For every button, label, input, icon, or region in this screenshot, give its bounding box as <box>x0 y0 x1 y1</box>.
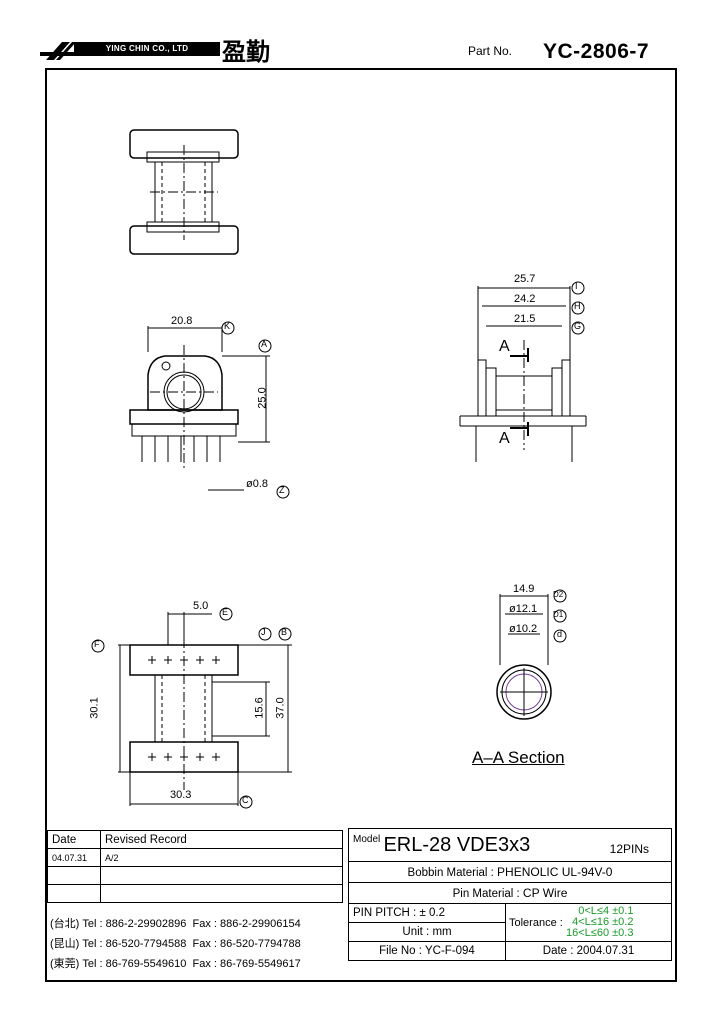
dim-30-3: 30.3 <box>170 789 192 801</box>
marker-d2: D2 <box>553 590 564 599</box>
marker-g: G <box>574 321 582 331</box>
drawing-frame <box>45 68 677 982</box>
dim-25-0: 25.0 <box>256 387 269 409</box>
model-name: ERL-28 VDE3x3 <box>383 833 531 856</box>
dim-21-5: 21.5 <box>514 313 536 325</box>
marker-d: d <box>557 629 563 639</box>
top-view <box>129 129 239 255</box>
contacts-block: (台北) Tel : 886-2-29902896 Fax : 886-2-29… <box>50 914 301 974</box>
front-view <box>129 321 290 499</box>
part-number: YC-2806-7 <box>543 40 650 63</box>
section-arrow-top: A <box>499 338 510 355</box>
contact-fax: Fax : 86-769-5549617 <box>192 958 301 970</box>
dim-25-7: 25.7 <box>514 273 536 285</box>
contact-row: (昆山) Tel : 86-520-7794588 Fax : 86-520-7… <box>50 934 301 954</box>
marker-h: H <box>574 301 581 311</box>
pin-material-row: Pin Material : CP Wire <box>348 882 672 904</box>
marker-f: F <box>94 639 100 649</box>
dim-0-8: ø0.8 <box>246 478 269 490</box>
revision-date: 04.07.31 <box>47 848 101 867</box>
marker-k: K <box>224 321 231 331</box>
contact-city: (昆山) <box>50 938 80 950</box>
dim-5-0: 5.0 <box>193 600 209 612</box>
revision-record <box>100 884 343 903</box>
marker-d1: D1 <box>553 610 564 619</box>
contact-city: (台北) <box>50 918 80 930</box>
tolerance-line: 0<L≤4 ±0.1 <box>578 905 634 917</box>
file-number-cell: File No : YC-F-094 <box>348 941 506 961</box>
bottom-view <box>91 607 292 809</box>
company-name-cn: 盈勤 <box>222 37 270 66</box>
tolerance-line: 16<L≤60 ±0.3 <box>566 927 634 939</box>
marker-b: B <box>281 627 288 637</box>
tolerance-values: 0<L≤4 ±0.1 4<L≤16 ±0.2 16<L≤60 ±0.3 <box>566 906 633 939</box>
bobbin-material-value: PHENOLIC UL-94V-0 <box>497 865 613 879</box>
company-name-en: YING CHIN CO., LTD <box>74 42 220 56</box>
pin-material-label: Pin Material : <box>452 888 520 900</box>
bobbin-material-row: Bobbin Material : PHENOLIC UL-94V-0 <box>348 861 672 883</box>
dim-12-1: ø12.1 <box>509 603 538 615</box>
side-view <box>459 281 587 462</box>
revision-date-header: Date <box>47 830 101 849</box>
part-number-label: Part No. <box>468 44 513 58</box>
unit-value: mm <box>432 926 452 938</box>
date-cell: Date : 2004.07.31 <box>505 941 672 961</box>
revision-record: A/2 <box>100 848 343 867</box>
unit-label: Unit : <box>402 926 430 938</box>
file-number-label: File No : <box>379 945 422 957</box>
contact-fax: Fax : 86-520-7794788 <box>192 938 301 950</box>
contact-tel: Tel : 886-2-29902896 <box>82 918 187 930</box>
revision-date <box>47 884 101 903</box>
model-label: Model <box>353 833 381 845</box>
tolerance-cell: Tolerance : 0<L≤4 ±0.1 4<L≤16 ±0.2 16<L≤… <box>505 903 672 942</box>
revision-date <box>47 866 101 885</box>
marker-c: C <box>242 795 249 805</box>
marker-e: E <box>222 607 229 617</box>
pin-count: 12PINs <box>609 841 649 856</box>
contact-tel: Tel : 86-769-5549610 <box>82 958 187 970</box>
tolerance-label: Tolerance : <box>509 916 563 929</box>
section-arrow-bottom: A <box>499 430 510 447</box>
file-number-value: YC-F-094 <box>424 945 475 957</box>
date-label: Date : <box>542 945 574 957</box>
dim-24-2: 24.2 <box>514 293 536 305</box>
dim-10-2: ø10.2 <box>509 623 538 635</box>
marker-j: J <box>261 627 266 637</box>
revision-record-header: Revised Record <box>100 830 343 849</box>
dim-15-6: 15.6 <box>253 697 266 719</box>
tolerance-line: 4<L≤16 ±0.2 <box>572 916 634 928</box>
revision-table: Date Revised Record 04.07.31 A/2 <box>47 830 343 903</box>
pin-material-value: CP Wire <box>522 886 568 900</box>
contact-row: (東莞) Tel : 86-769-5549610 Fax : 86-769-5… <box>50 954 301 974</box>
bobbin-material-label: Bobbin Material : <box>407 867 494 879</box>
pin-pitch-value: ± 0.2 <box>419 907 445 919</box>
model-row: Model ERL-28 VDE3x3 12PINs <box>348 828 672 862</box>
dim-20-8: 20.8 <box>171 315 193 327</box>
section-view <box>496 589 567 720</box>
unit-cell: Unit : mm <box>348 922 506 942</box>
dim-37-0: 37.0 <box>274 697 287 719</box>
marker-a: A <box>261 339 268 349</box>
contact-city: (東莞) <box>50 958 80 970</box>
dim-14-9: 14.9 <box>513 583 535 595</box>
date-value: 2004.07.31 <box>576 945 635 957</box>
pin-pitch-label: PIN PITCH : <box>353 907 417 919</box>
dim-30-1: 30.1 <box>88 697 101 719</box>
contact-fax: Fax : 886-2-29906154 <box>192 918 301 930</box>
contact-tel: Tel : 86-520-7794588 <box>82 938 187 950</box>
pin-pitch-cell: PIN PITCH : ± 0.2 <box>348 903 506 923</box>
marker-i: I <box>575 281 578 291</box>
marker-z: Z <box>279 485 285 495</box>
spec-table: Model ERL-28 VDE3x3 12PINs Bobbin Materi… <box>348 828 672 961</box>
contact-row: (台北) Tel : 886-2-29902896 Fax : 886-2-29… <box>50 914 301 934</box>
section-title: A–A Section <box>472 748 565 767</box>
revision-record <box>100 866 343 885</box>
company-logo-mark <box>40 42 80 60</box>
